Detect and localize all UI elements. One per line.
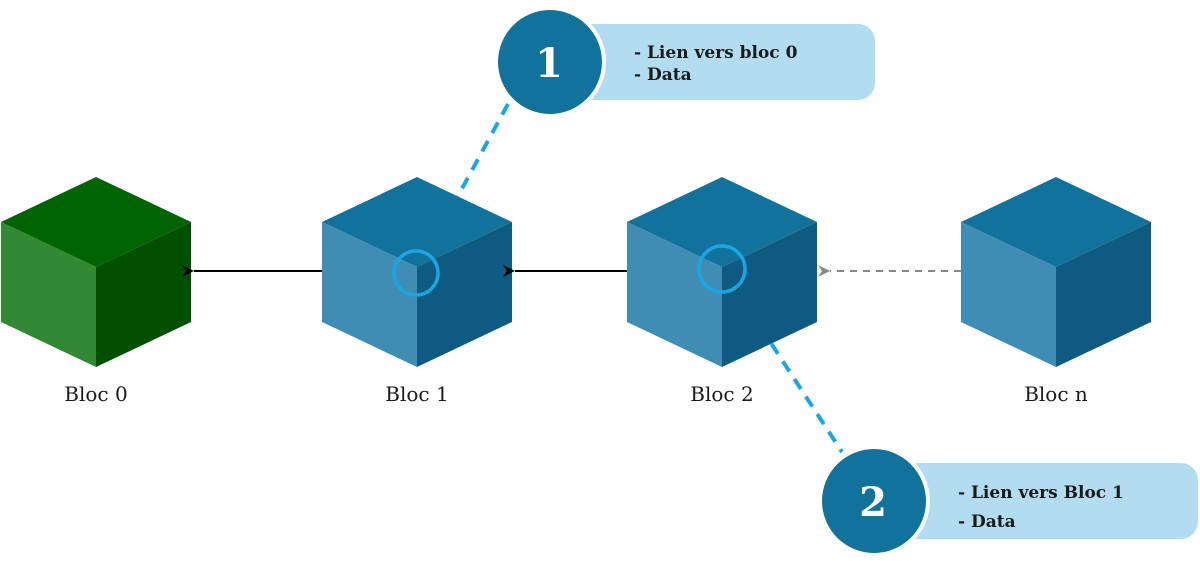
- block-0-label: Bloc 0: [64, 382, 127, 406]
- callout-2: 2 - Lien vers Bloc 1 - Data: [818, 445, 1198, 557]
- callout-1-line-2: - Data: [634, 65, 692, 85]
- callout-2-line-2: - Data: [958, 512, 1016, 532]
- block-2-left-face: [627, 222, 722, 367]
- callout-1-line-1: - Lien vers bloc 0: [634, 43, 798, 63]
- callout-1: 1 - Lien vers bloc 0 - Data: [494, 6, 875, 118]
- block-0-right-face: [96, 222, 191, 367]
- block-1-label: Bloc 1: [385, 382, 448, 406]
- callout-1-number: 1: [535, 40, 563, 87]
- block-1-link-marker: [392, 249, 440, 297]
- block-2-link-marker: [697, 244, 747, 294]
- block-1-right-face: [417, 222, 512, 367]
- block-n-right-face: [1056, 222, 1151, 367]
- callout-1-badge-fill: [498, 10, 602, 114]
- callout-1-leader: [425, 103, 510, 254]
- callout-2-line-1: - Lien vers Bloc 1: [958, 483, 1124, 503]
- block-n-label: Bloc n: [1024, 382, 1088, 406]
- block-n-left-face: [961, 222, 1056, 367]
- callout-1-note-box: [575, 24, 875, 100]
- callout-2-note-box: [900, 463, 1198, 539]
- block-0[interactable]: Bloc 0: [1, 177, 191, 406]
- block-0-left-face: [1, 222, 96, 367]
- callout-2-number: 2: [859, 479, 887, 526]
- callout-2-badge-fill: [822, 449, 926, 553]
- block-2-right-face: [722, 222, 817, 367]
- block-1-left-face: [322, 222, 417, 367]
- block-2-label: Bloc 2: [690, 382, 753, 406]
- block-1[interactable]: Bloc 1: [322, 177, 512, 406]
- block-2[interactable]: Bloc 2: [627, 177, 817, 406]
- block-n[interactable]: Bloc n: [961, 177, 1151, 406]
